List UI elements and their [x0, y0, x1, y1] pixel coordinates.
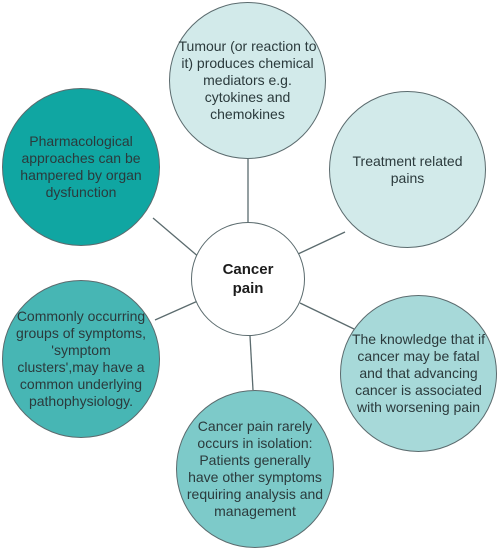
node-other-symptoms-text: Cancer pain rarely occurs in isolation: …: [186, 418, 324, 519]
node-knowledge-of-fatality: The knowledge that if cancer may be fata…: [340, 295, 497, 452]
node-symptom-clusters: Commonly occurring groups of symptoms, '…: [2, 280, 160, 438]
connector-bottom-right: [299, 302, 355, 330]
connector-bottom: [249, 335, 254, 391]
node-chemical-mediators-text: Tumour (or reaction to it) produces chem…: [178, 38, 317, 122]
connector-top-right: [297, 231, 346, 255]
node-knowledge-of-fatality-text: The knowledge that if cancer may be fata…: [351, 331, 486, 415]
node-symptom-clusters-text: Commonly occurring groups of symptoms, '…: [16, 308, 146, 409]
node-pharmacological-approaches-text: Pharmacological approaches can be hamper…: [20, 133, 142, 200]
node-chemical-mediators: Tumour (or reaction to it) produces chem…: [169, 2, 326, 159]
center-node-label: Cancer pain: [222, 261, 274, 297]
node-pharmacological-approaches: Pharmacological approaches can be hamper…: [2, 88, 160, 246]
connector-bottom-left: [154, 299, 201, 321]
connector-top-left: [152, 217, 201, 259]
node-treatment-related-pains: Treatment related pains: [329, 91, 486, 248]
node-other-symptoms: Cancer pain rarely occurs in isolation: …: [176, 390, 334, 548]
center-node-cancer-pain: Cancer pain: [191, 222, 305, 336]
node-treatment-related-pains-text: Treatment related pains: [352, 152, 463, 186]
